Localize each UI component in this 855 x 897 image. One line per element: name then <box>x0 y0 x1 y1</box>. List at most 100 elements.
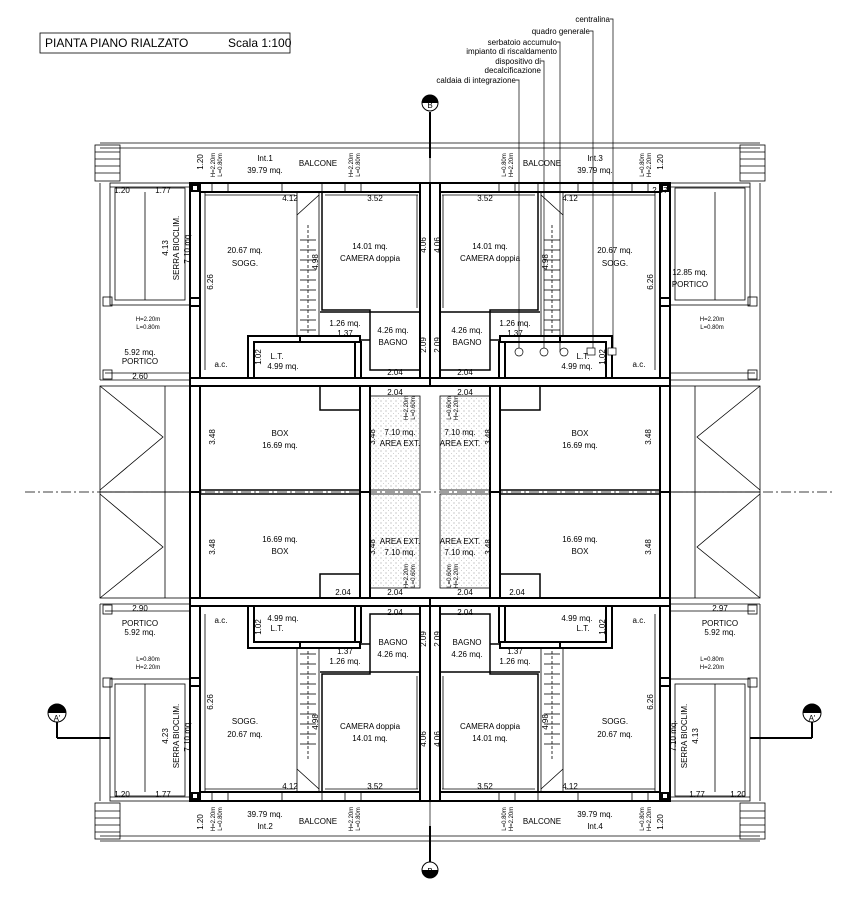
int-2-sogg-name: SOGG. <box>232 717 258 726</box>
int-3-cam-name: CAMERA doppia <box>460 254 521 263</box>
int-1-rip-w: 1.37 <box>337 329 353 338</box>
int-2-cam-name: CAMERA doppia <box>340 722 401 731</box>
int-2-bagno-name: BAGNO <box>379 638 408 647</box>
int-3-ext-w: 2.04 <box>457 388 473 397</box>
int-1-balcone: BALCONE <box>299 159 337 168</box>
int-2-portico-name: PORTICO <box>122 619 158 628</box>
int-3-cam-h: 4.06 <box>433 237 442 253</box>
int-2-ext-h: 3.48 <box>368 539 377 555</box>
int-4-lt-h: 1.02 <box>598 619 607 635</box>
int-2-bagno-area: 4.26 mq. <box>377 650 408 659</box>
int-2-serra-w2: 1.77 <box>155 790 171 799</box>
int-2-cam-w: 3.52 <box>367 782 383 791</box>
int-4-box-name: BOX <box>572 547 590 556</box>
section-marker-top: B <box>421 94 439 158</box>
int-3-sogg-name: SOGG. <box>602 259 628 268</box>
int-4-sogg-area: 20.67 mq. <box>597 730 633 739</box>
int-3-ext-name: AREA EXT. <box>440 439 480 448</box>
int-1-box-area: 16.69 mq. <box>262 441 298 450</box>
int-2-win-l2: L=0.80m <box>356 807 362 831</box>
int-4-ext-win-h: H=2.20m <box>454 564 460 589</box>
int-1-serra-area: 7.10 mq. <box>183 232 192 263</box>
int-4-cam-area: 14.01 mq. <box>472 734 508 743</box>
section-label-top: B <box>427 101 432 110</box>
int-3-balcone: BALCONE <box>523 159 561 168</box>
int-4-cam-w: 3.52 <box>477 782 493 791</box>
int-4-sogg-h: 6.26 <box>646 694 655 710</box>
int-1-sogg-w: 4.12 <box>282 194 298 203</box>
int-2-win-h1: H=2.20m <box>211 807 217 832</box>
int-1-sogg-area: 20.67 mq. <box>227 246 263 255</box>
int-3-int-label: Int.3 <box>587 154 603 163</box>
int-1-ext-w: 2.04 <box>387 388 403 397</box>
int-4-portico-name: PORTICO <box>702 619 738 628</box>
int-4-balcone: BALCONE <box>523 817 561 826</box>
int-2-rip-area: 1.26 mq. <box>329 657 360 666</box>
int-1-bagno-h: 2.09 <box>419 337 428 353</box>
int-3-lt-name: L.T. <box>577 352 590 361</box>
int-4-int-label: Int.4 <box>587 822 603 831</box>
int-3-cam-w: 3.52 <box>477 194 493 203</box>
int-2-win-l1: L=0.80m <box>218 807 224 831</box>
int-2-serra-area: 7.10 mq. <box>183 720 192 751</box>
int-2-ext-win-h: H=2.20m <box>404 564 410 589</box>
int-2-sogg-w: 4.12 <box>282 782 298 791</box>
int-1-portico-name: PORTICO <box>122 357 158 366</box>
int-4-box-h: 3.48 <box>644 539 653 555</box>
int-2-ac: a.c. <box>215 616 228 625</box>
int-2-pwin-h: H=2.20m <box>136 665 161 671</box>
int-4-win-h1: H=2.20m <box>647 807 653 832</box>
int-3-bagno-w: 2.04 <box>457 368 473 377</box>
int-2-win-h2: H=2.20m <box>349 807 355 832</box>
int-2-box-h: 3.48 <box>208 539 217 555</box>
int-3-pwin-h: H=2.20m <box>700 317 725 323</box>
int-3-stair: 4.98 <box>541 254 550 270</box>
int-4-win-h2: H=2.20m <box>509 807 515 832</box>
int-1-win-l1: L=0.80m <box>218 153 224 177</box>
int-3-box-h: 3.48 <box>644 429 653 445</box>
int-2-box-area: 16.69 mq. <box>262 535 298 544</box>
int-4-serra-w1: 1.20 <box>730 790 746 799</box>
int-2-portico-w: 2.90 <box>132 604 148 613</box>
int-1-bagno-name: BAGNO <box>379 338 408 347</box>
int-1-ext-win-h: H=2.20m <box>404 396 410 421</box>
int-3-cam-area: 14.01 mq. <box>472 242 508 251</box>
legend: centralina quadro generale serbatoio acc… <box>436 15 617 357</box>
int-2-lt-area: 4.99 mq. <box>267 614 298 623</box>
int-4-portico-w: 2.97 <box>712 604 728 613</box>
int-3-int-area: 39.79 mq. <box>577 166 613 175</box>
int-1-lt-h: 1.02 <box>254 349 263 365</box>
int-4-rip-w: 1.37 <box>507 647 523 656</box>
section-marker-bottom: B <box>421 826 439 879</box>
plan-scale: Scala 1:100 <box>228 36 292 50</box>
int-1-ac: a.c. <box>215 360 228 369</box>
int-1-win-l2: L=0.80m <box>356 153 362 177</box>
legend-decalcificazione: decalcificazione <box>485 66 542 75</box>
legend-caldaia: caldaia di integrazione <box>436 76 516 85</box>
int-3-dim-297: 2.97 <box>652 186 668 195</box>
int-3-box-area: 16.69 mq. <box>562 441 598 450</box>
int-3-win-h1: H=2.20m <box>647 153 653 178</box>
int-2-lt-name: L.T. <box>271 624 284 633</box>
int-4-lt-name: L.T. <box>577 624 590 633</box>
int-2-sogg-area: 20.67 mq. <box>227 730 263 739</box>
int-3-portico-big-area: 12.85 mq. <box>672 268 708 277</box>
int-2-dim-top: 1.20 <box>196 814 205 830</box>
int-4-ac: a.c. <box>633 616 646 625</box>
int-1-ext-area: 7.10 mq. <box>384 428 415 437</box>
legend-dispositivo: dispositivo di <box>495 57 541 66</box>
int-3-bagno-name: BAGNO <box>453 338 482 347</box>
int-4-int-area: 39.79 mq. <box>577 810 613 819</box>
int-1-pwin-h: H=2.20m <box>136 317 161 323</box>
int-4-bagno-h: 2.09 <box>433 631 442 647</box>
int-3-box-name: BOX <box>572 429 590 438</box>
int-1-cam-name: CAMERA doppia <box>340 254 401 263</box>
int-1-box-name: BOX <box>272 429 290 438</box>
int-1-sogg-h: 6.26 <box>206 274 215 290</box>
int-1-bagno-area: 4.26 mq. <box>377 326 408 335</box>
int-1-serra-h: 4.13 <box>161 240 170 256</box>
int-1-ext-name: AREA EXT. <box>380 439 420 448</box>
int-4-sogg-w: 4.12 <box>562 782 578 791</box>
